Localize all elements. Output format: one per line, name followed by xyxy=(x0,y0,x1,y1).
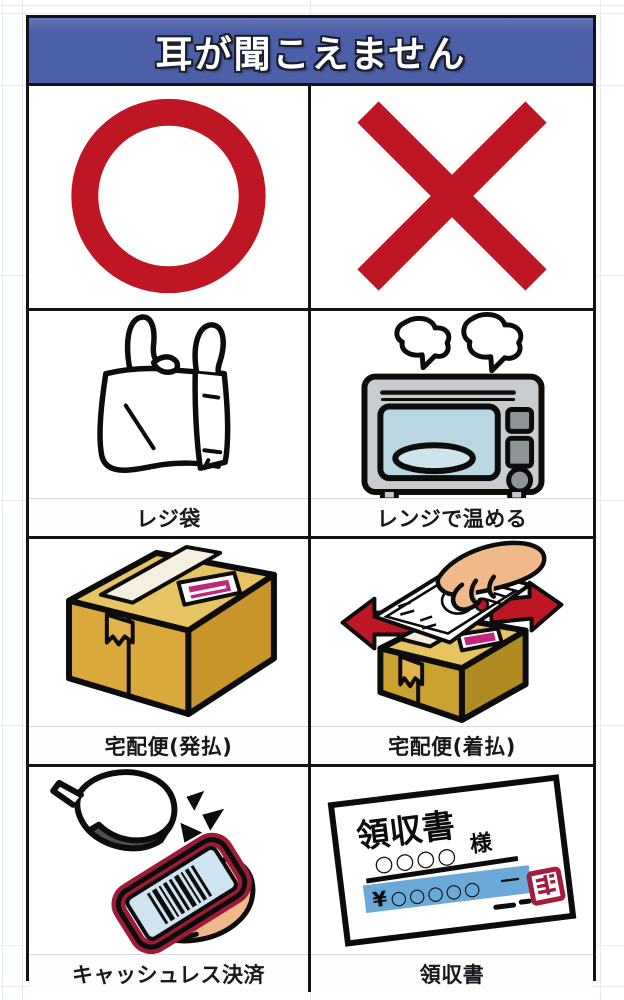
caption-receipt: 領収書 xyxy=(311,954,593,992)
caption-text: 宅配便(発払) xyxy=(104,734,233,759)
caption-text: 領収書 xyxy=(419,962,485,987)
cell-maru[interactable] xyxy=(29,86,311,308)
receipt-dash-text: 一 xyxy=(499,869,521,893)
caption-shopping-bag: レジ袋 xyxy=(29,498,308,536)
caption-microwave: レンジで温める xyxy=(311,498,593,536)
receipt-icon: 領収書 ○○○○ 様 ¥ ○○○○○ 一 xyxy=(327,774,577,947)
cell-shopping-bag[interactable]: レジ袋 xyxy=(29,311,311,536)
cell-cashless[interactable]: キャッシュレス決済 xyxy=(29,767,311,992)
parcel-box-icon xyxy=(66,544,277,718)
caption-text: キャッシュレス決済 xyxy=(71,962,266,987)
cell-parcel-cod[interactable]: 宅配便(着払) xyxy=(311,539,593,764)
board-header-banner: 耳が聞こえません xyxy=(29,18,593,86)
cell-receipt[interactable]: 領収書 ○○○○ 様 ¥ ○○○○○ 一 xyxy=(311,767,593,992)
microwave-art xyxy=(311,311,593,498)
symbol-row xyxy=(29,86,593,311)
item-row-1: レジ袋 xyxy=(29,311,593,539)
caption-text: レジ袋 xyxy=(136,506,201,531)
page-title: 耳が聞こえません xyxy=(155,32,467,76)
cashless-phone-icon xyxy=(50,769,256,954)
item-row-2: 宅配便(発払) xyxy=(29,539,593,767)
shopping-bag-icon xyxy=(97,314,231,473)
microwave-icon xyxy=(361,311,545,498)
cell-microwave[interactable]: レンジで温める xyxy=(311,311,593,536)
cashless-art xyxy=(29,767,308,954)
parcel-cod-art xyxy=(311,539,593,726)
parcel-box-art xyxy=(29,539,308,726)
item-row-3: キャッシュレス決済 領収書 ○○○○ 様 xyxy=(29,767,593,992)
cross-batsu-icon xyxy=(357,101,547,291)
circle-maru-icon xyxy=(71,98,266,294)
grid-line-horizontal xyxy=(0,5,624,6)
cell-parcel-prepaid[interactable]: 宅配便(発払) xyxy=(29,539,311,764)
receipt-currency-symbol: ¥ xyxy=(371,887,389,913)
cell-batsu[interactable] xyxy=(311,86,593,308)
parcel-cod-icon xyxy=(340,540,564,724)
caption-parcel-cod: 宅配便(着払) xyxy=(311,726,593,764)
caption-cashless: キャッシュレス決済 xyxy=(29,954,308,992)
shopping-bag-art xyxy=(29,311,308,498)
caption-parcel-prepaid: 宅配便(発払) xyxy=(29,726,308,764)
maru-art xyxy=(29,86,308,308)
grid-line-horizontal xyxy=(0,13,624,14)
batsu-art xyxy=(311,86,593,308)
communication-board: 耳が聞こえません xyxy=(26,15,596,992)
receipt-honorific-text: 様 xyxy=(469,829,495,858)
caption-text: レンジで温める xyxy=(376,506,528,531)
receipt-art: 領収書 ○○○○ 様 ¥ ○○○○○ 一 xyxy=(311,767,593,954)
caption-text: 宅配便(着払) xyxy=(388,734,516,759)
